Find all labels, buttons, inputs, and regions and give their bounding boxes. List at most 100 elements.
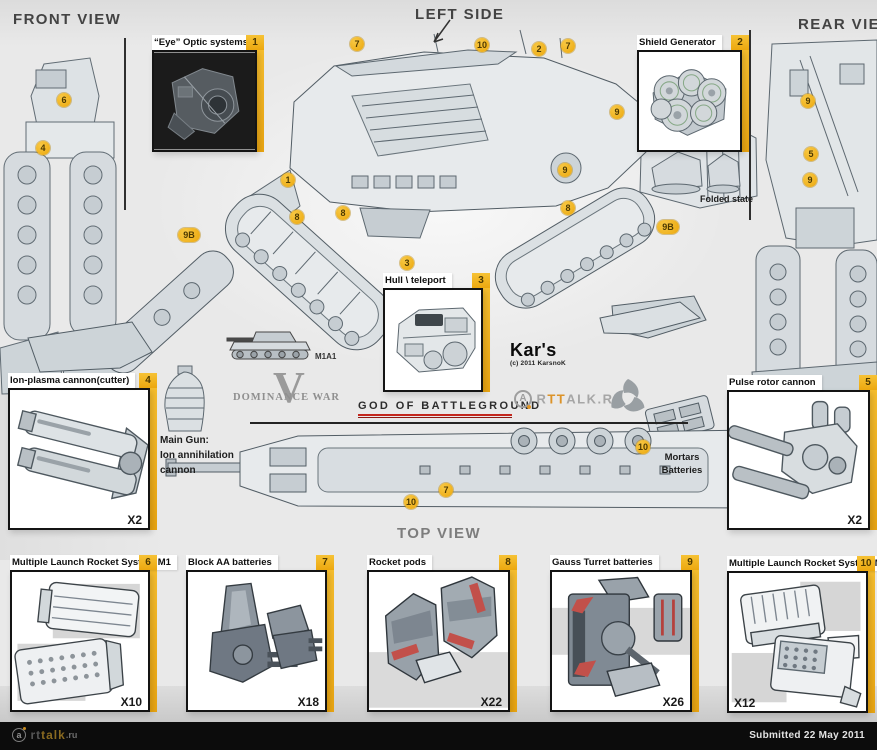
- folded-state-label: Folded state: [700, 194, 754, 204]
- callout-frame: [727, 571, 868, 713]
- callout-gauss-turret-batteries: Gauss Turret batteries 9 X26: [550, 555, 699, 712]
- callout-accent-strip: [868, 571, 875, 713]
- callout-frame: [10, 570, 150, 712]
- callout-count: X10: [120, 695, 142, 709]
- callout-shield-generator: Shield Generator 2: [637, 35, 749, 152]
- title-underline: [358, 414, 512, 416]
- callout-number-badge: 9: [681, 555, 699, 570]
- callout-count: X26: [662, 695, 684, 709]
- pulse-rotor-cannon-art: [729, 400, 858, 500]
- footer-logo-dot: [23, 726, 26, 730]
- mech-marker: 10: [404, 495, 418, 509]
- callout-pulse-rotor-cannon: Pulse rotor cannon 5 X2: [727, 375, 877, 530]
- left-side-pointer-arrow: [433, 19, 451, 43]
- callout-rocket-pods: Rocket pods 8 X22: [367, 555, 517, 712]
- callout-accent-strip: [327, 570, 334, 712]
- callout-accent-strip: [510, 570, 517, 712]
- block-aa-batteries-art: [209, 582, 323, 683]
- left-side-title: LEFT SIDE: [415, 6, 505, 23]
- callout-accent-strip: [150, 570, 157, 712]
- shuriken-icon: [611, 379, 645, 412]
- arttalk-logo-r: R: [536, 391, 548, 407]
- mech-marker: 9: [803, 173, 817, 187]
- callout-title: Ion-plasma cannon(cutter): [8, 373, 136, 388]
- mlrs-m2-art: [731, 581, 862, 708]
- mech-marker: 8: [561, 201, 575, 215]
- callout-number-badge: 5: [859, 375, 877, 390]
- mech-marker: 7: [350, 37, 364, 51]
- mech-marker: 2: [532, 42, 546, 56]
- top-view-rule: [250, 422, 688, 424]
- callout-title: Pulse rotor cannon: [727, 375, 822, 390]
- callout-number-badge: 6: [139, 555, 157, 570]
- callout-title: Multiple Launch Rocket System M2: [727, 556, 877, 571]
- dominance-war-logo-text: DOMINANCE WAR: [233, 392, 341, 403]
- arttalk-logo-rest: ALK.RU: [566, 391, 625, 407]
- mech-marker: 7: [439, 483, 453, 497]
- eye-optic-art: [154, 52, 255, 150]
- callout-title: Block AA batteries: [186, 555, 278, 570]
- callout-count: X2: [127, 513, 142, 527]
- mech-marker: 9: [558, 163, 572, 177]
- mech-marker: 9: [801, 94, 815, 108]
- front-view-title: FRONT VIEW: [13, 11, 122, 28]
- mortars-label: Mortars Batteries: [656, 451, 708, 477]
- callout-frame: [637, 50, 742, 152]
- folded-state-art: [652, 152, 740, 194]
- footer-logo-talk: talk: [41, 727, 66, 742]
- mech-marker: 8: [290, 210, 304, 224]
- callout-ion-plasma-cannon: Ion-plasma cannon(cutter) 4 X2: [8, 373, 157, 530]
- main-gun-label-line1: Main Gun:: [160, 435, 209, 446]
- rear-view-divider: [749, 30, 751, 220]
- ion-plasma-cannon-art: [16, 410, 148, 500]
- footer-bar: [0, 722, 877, 750]
- mech-marker-9b: 9B: [178, 228, 200, 242]
- main-gun-label: Main Gun: Ion annihilation cannon: [160, 433, 234, 478]
- callout-number-badge: 8: [499, 555, 517, 570]
- callout-frame: [186, 570, 327, 712]
- arttalk-logo-tt: TT: [547, 391, 567, 407]
- left-side-art: [28, 30, 757, 380]
- gauss-turret-art: [552, 576, 690, 698]
- callout-accent-strip: [483, 288, 490, 392]
- rocket-pods-art: [369, 576, 508, 708]
- main-gun-label-line3: cannon: [160, 465, 196, 476]
- title-underline-shadow: [358, 417, 512, 418]
- tank-m1a1-art: [227, 332, 310, 359]
- artist-copyright: (c) 2011 KarsnoK: [510, 360, 566, 367]
- callout-mlrs-m1: Multiple Launch Rocket System M1 6 X10: [10, 555, 177, 712]
- callout-count: X12: [734, 696, 756, 710]
- callout-number-badge: 2: [731, 35, 749, 50]
- callout-title: Gauss Turret batteries: [550, 555, 659, 570]
- artist-signature: Kar's (c) 2011 KarsnoK: [510, 340, 566, 368]
- mech-marker-9b: 9B: [657, 220, 679, 234]
- artist-logo: Kar's: [510, 340, 557, 360]
- artwork-title: GOD OF BATTLEGROUND: [358, 400, 542, 412]
- callout-number-badge: 7: [316, 555, 334, 570]
- tank-scale-label: M1A1: [315, 352, 337, 361]
- footer-site-logo: a rttalk.ru: [12, 726, 77, 744]
- rear-view-art: [752, 40, 877, 400]
- mech-marker: 8: [336, 206, 350, 220]
- mech-marker: 9: [610, 105, 624, 119]
- callout-frame: [152, 50, 257, 152]
- footer-logo-a-icon: a: [12, 726, 26, 742]
- mech-marker: 10: [475, 38, 489, 52]
- callout-frame: [383, 288, 483, 392]
- callout-block-aa-batteries: Block AA batteries 7 X18: [186, 555, 334, 712]
- callout-frame: [727, 390, 870, 530]
- callout-count: X18: [297, 695, 319, 709]
- mech-marker: 4: [36, 141, 50, 155]
- mech-marker: 7: [561, 39, 575, 53]
- shield-generator-art: [650, 69, 727, 136]
- callout-frame: [550, 570, 692, 712]
- callout-count: X2: [847, 513, 862, 527]
- main-gun-label-line2: Ion annihilation: [160, 450, 234, 461]
- callout-eye-optic-systems: “Eye” Optic systems 1: [152, 35, 264, 152]
- arttalk-logo-dot: [527, 405, 531, 409]
- hull-teleport-art: [396, 307, 476, 373]
- front-view-divider: [124, 38, 126, 210]
- callout-accent-strip: [257, 50, 264, 152]
